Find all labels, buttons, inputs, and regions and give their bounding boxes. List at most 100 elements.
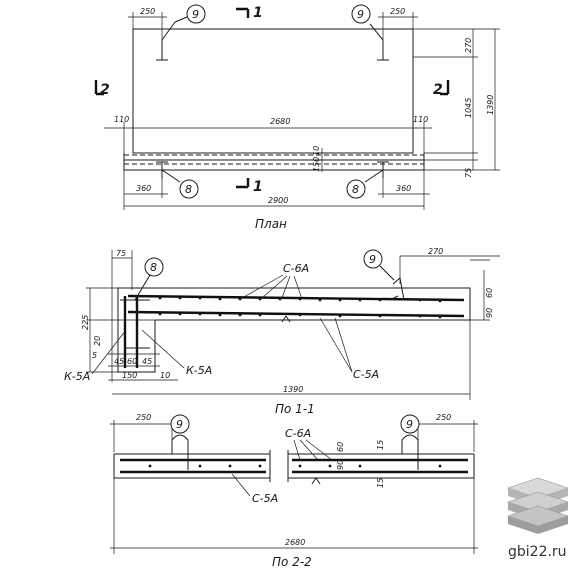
section1-dim-lines bbox=[86, 250, 500, 382]
section1-cut-symbol bbox=[281, 315, 291, 323]
plan-dim-270: 270 bbox=[464, 38, 473, 53]
section2-outline bbox=[113, 453, 475, 479]
plan-mark-9-left bbox=[186, 4, 206, 24]
plan-slab-outline bbox=[132, 28, 414, 154]
section1-leader-k5a-right bbox=[141, 329, 185, 369]
plan-dim-360-left: 360 bbox=[136, 184, 151, 193]
plan-section-1-top-marker bbox=[236, 7, 250, 18]
section-1-1: 75 270 60 90 225 20 5 45 60 45 150 10 8 … bbox=[64, 247, 500, 416]
plan-dim-lines-bottom bbox=[123, 170, 430, 210]
plan-dim-line-250-left bbox=[128, 12, 167, 40]
plan-anchor-marker-right bbox=[364, 161, 389, 183]
section1-dim-20: 20 bbox=[93, 336, 102, 346]
section1-dim-60: 60 bbox=[485, 288, 494, 298]
section1-loop bbox=[389, 277, 405, 301]
plan-dim-2680: 2680 bbox=[270, 117, 290, 126]
section2-loop-right bbox=[401, 434, 419, 470]
section-2-2: 250 250 60 90 15 15 9 9 С-6А С-5А 2680 П… bbox=[110, 413, 478, 569]
plan-section-2-right-label: 2 bbox=[433, 82, 443, 98]
section1-dim-line-1390 bbox=[112, 320, 471, 400]
plan-mark-8-right-label: 8 bbox=[352, 183, 359, 196]
plan-section-1-bottom-label: 1 bbox=[253, 179, 263, 195]
section2-dim-15-b: 15 bbox=[376, 478, 385, 488]
plan-leader-9-left bbox=[174, 16, 188, 23]
section2-dim-60: 60 bbox=[336, 442, 345, 452]
section1-dim-150: 150 bbox=[122, 371, 137, 380]
section1-leader-8 bbox=[134, 274, 151, 301]
section2-mark-9-left bbox=[170, 414, 190, 434]
section2-cut-symbol bbox=[311, 477, 321, 485]
plan-mark-9-right-label: 9 bbox=[357, 8, 364, 21]
watermark-logo: gbi22.ru bbox=[507, 477, 569, 560]
section1-callout-c6a: С-6А bbox=[283, 262, 309, 275]
plan-dim-250-left: 250 bbox=[140, 7, 155, 16]
section1-callout-c5a: С-5А bbox=[353, 368, 379, 381]
section1-mark-9-label: 9 bbox=[369, 253, 376, 266]
section1-mark-9 bbox=[363, 249, 383, 269]
plan-dim-10: 10 bbox=[312, 146, 321, 156]
section2-dim-250-left: 250 bbox=[136, 413, 151, 422]
section2-rebar-dots bbox=[148, 464, 442, 468]
section1-dim-270: 270 bbox=[428, 247, 443, 256]
section1-leaders-c5a bbox=[319, 317, 353, 373]
section2-mark-9-left-label: 9 bbox=[176, 418, 183, 431]
plan-anchor-marker-left bbox=[156, 161, 181, 183]
section1-dim-75: 75 bbox=[116, 249, 126, 258]
section1-dim-lines-bottom bbox=[108, 353, 178, 381]
section2-bars bbox=[120, 458, 468, 474]
section1-leader-9 bbox=[379, 265, 395, 281]
section1-dim-90: 90 bbox=[485, 308, 494, 318]
section2-loop-left bbox=[171, 434, 189, 470]
plan-dim-line-2680 bbox=[104, 122, 432, 153]
section1-dim-225: 225 bbox=[81, 315, 90, 330]
plan-section-1-bottom-marker bbox=[236, 178, 250, 189]
section1-top-bar bbox=[127, 294, 465, 302]
plan-view: 250 250 9 9 1 2 2 270 1045 1390 75 110 1… bbox=[94, 4, 500, 231]
section2-break bbox=[269, 450, 289, 482]
section1-rebar-dots bbox=[158, 296, 442, 319]
plan-dim-2900: 2900 bbox=[268, 196, 288, 205]
section2-dim-250-right: 250 bbox=[436, 413, 451, 422]
section1-callout-k5a-right: К-5А bbox=[186, 364, 212, 377]
section1-mark-8 bbox=[144, 257, 164, 277]
plan-mark-8-left-label: 8 bbox=[185, 183, 192, 196]
section1-dim-45-a: 45 bbox=[114, 357, 124, 366]
section1-bottom-bar bbox=[127, 310, 465, 318]
plan-mark-8-left bbox=[179, 179, 199, 199]
plan-dim-lines-right bbox=[413, 28, 500, 171]
plan-section-2-left-label: 2 bbox=[100, 82, 110, 98]
plan-dim-150: 150 bbox=[312, 157, 321, 172]
plan-dim-75: 75 bbox=[464, 168, 473, 178]
section2-callout-c5a: С-5А bbox=[252, 492, 278, 505]
section2-leader-c5a bbox=[231, 473, 251, 497]
section2-callout-c6a: С-6А bbox=[285, 427, 311, 440]
section1-vertical-bars bbox=[123, 296, 139, 368]
plan-dim-360-right: 360 bbox=[396, 184, 411, 193]
plan-dim-1390: 1390 bbox=[486, 95, 495, 115]
watermark-text: gbi22.ru bbox=[508, 544, 567, 560]
plan-mark-8-right bbox=[346, 179, 366, 199]
section1-leader-k5a-left bbox=[91, 329, 127, 375]
section2-dim-line-2680 bbox=[110, 478, 478, 554]
plan-loop-marker-left bbox=[156, 21, 176, 61]
section2-mark-9-right bbox=[400, 414, 420, 434]
section2-dim-15-a: 15 bbox=[376, 440, 385, 450]
section2-mark-9-right-label: 9 bbox=[406, 418, 413, 431]
section1-leaders-c6a bbox=[241, 274, 303, 300]
section2-dim-lines-top bbox=[110, 420, 478, 452]
plan-dim-110-left: 110 bbox=[114, 115, 129, 124]
section1-dim-5: 5 bbox=[92, 351, 97, 360]
plan-loop-marker-right bbox=[369, 23, 389, 61]
plan-dim-1045: 1045 bbox=[464, 98, 473, 118]
section1-dim-60-b: 60 bbox=[127, 357, 137, 366]
plan-section-1-top-label: 1 bbox=[253, 5, 263, 21]
section1-dim-1390: 1390 bbox=[283, 385, 303, 394]
section1-dim-10: 10 bbox=[160, 371, 170, 380]
logo-slab-3-side bbox=[508, 516, 568, 534]
section1-caption: По 1-1 bbox=[275, 402, 315, 416]
plan-section-2-right-marker bbox=[440, 80, 450, 96]
section1-mark-8-label: 8 bbox=[150, 261, 157, 274]
section1-callout-k5a-left: К-5А bbox=[64, 370, 90, 383]
plan-strip-outline bbox=[123, 153, 425, 171]
plan-section-2-left-marker bbox=[94, 80, 104, 96]
